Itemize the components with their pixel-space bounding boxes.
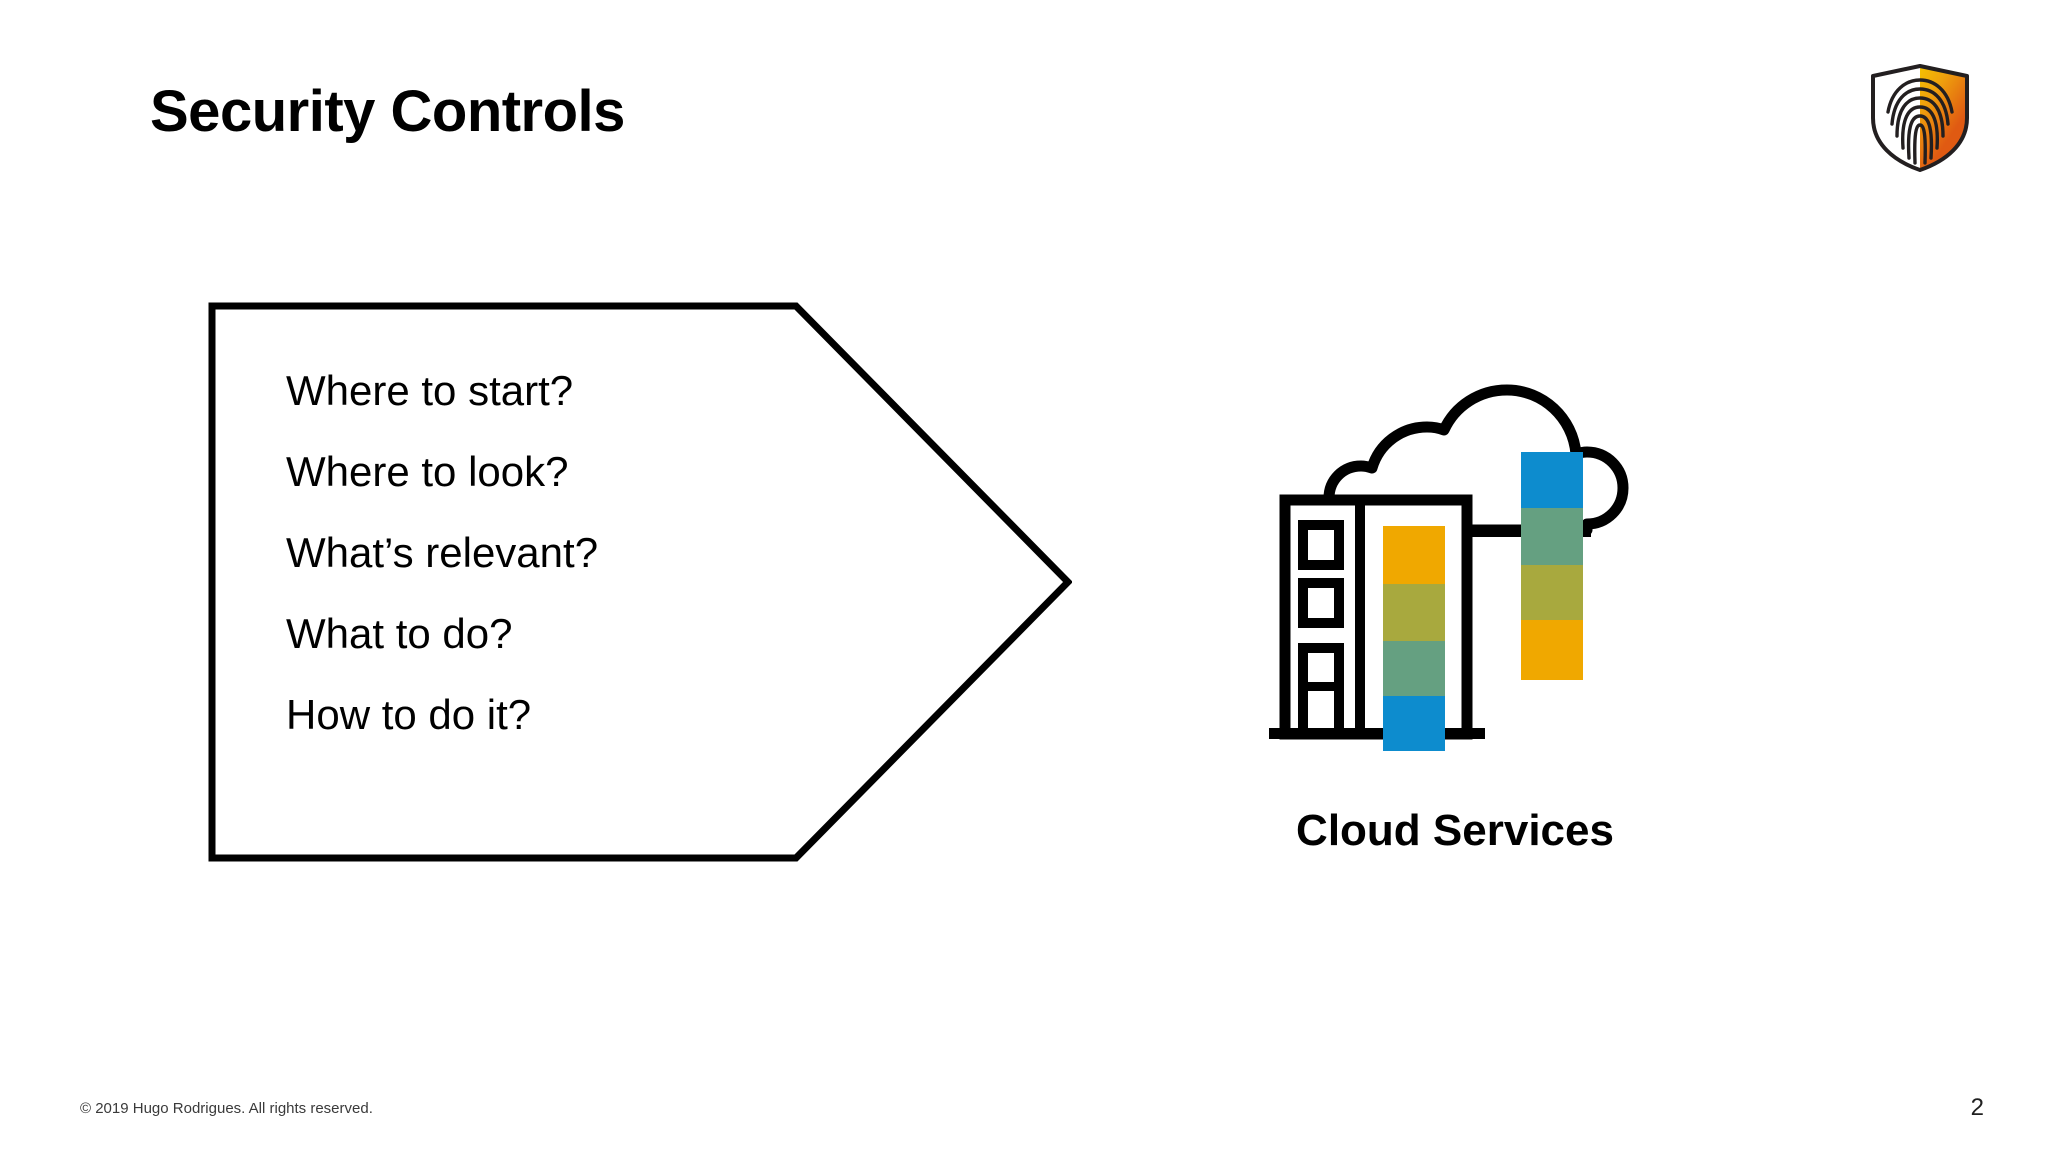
bar-band-blue [1383, 696, 1445, 751]
chevron-outline [208, 302, 1072, 862]
chevron-question-list: Where to start? Where to look? What’s re… [286, 370, 886, 736]
cloud-services-label: Cloud Services [1296, 806, 1614, 855]
chevron-callout: Where to start? Where to look? What’s re… [208, 302, 1072, 862]
slide-number: 2 [1970, 1094, 1984, 1121]
cloud-services-illustration [1255, 330, 1655, 770]
list-item: How to do it? [286, 691, 532, 738]
bar-band-olive [1521, 565, 1583, 620]
page-title: Security Controls [150, 79, 625, 144]
bar-band-teal [1383, 641, 1445, 696]
bar-band-blue [1521, 452, 1583, 508]
bar-band-orange [1521, 620, 1583, 680]
bar-band-orange [1383, 526, 1445, 584]
list-item: Where to start? [286, 367, 574, 414]
bar-band-olive [1383, 584, 1445, 641]
right-stacked-bar [1521, 452, 1583, 680]
list-item: What’s relevant? [286, 529, 599, 576]
list-item: Where to look? [286, 448, 569, 495]
building-icon [1269, 494, 1485, 740]
shield-fingerprint-icon [1866, 62, 1974, 174]
list-item: What to do? [286, 610, 513, 657]
bar-band-teal [1521, 508, 1583, 565]
footer-copyright: © 2019 Hugo Rodrigues. All rights reserv… [80, 1100, 373, 1117]
left-stacked-bar [1383, 526, 1445, 751]
